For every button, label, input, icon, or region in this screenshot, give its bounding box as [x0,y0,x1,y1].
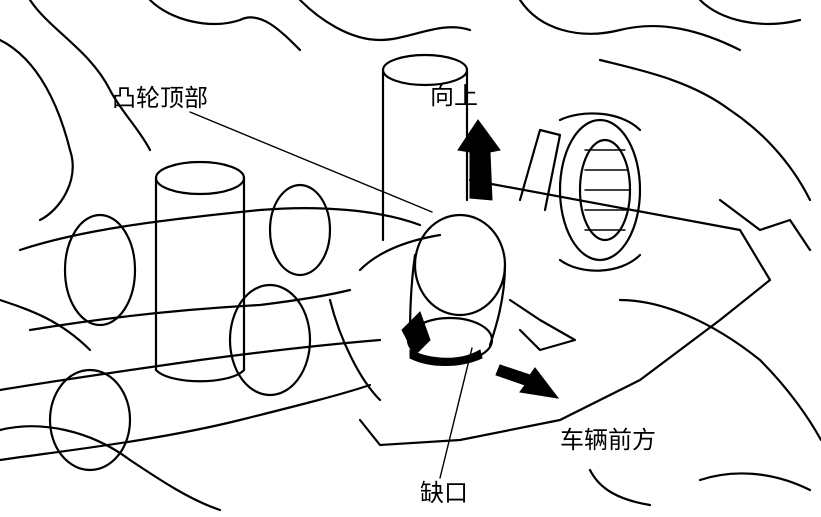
valve-lifter-rear [381,53,469,242]
up-label: 向上 [430,82,478,110]
cam-lobe-front [328,213,507,402]
camshaft [0,183,422,472]
notch-label: 缺口 [420,479,468,507]
leader-lines [189,111,473,479]
vehicle-front-label: 车辆前方 [560,426,656,454]
vehicle-front-arrow [495,364,560,399]
bearing-cap [508,128,577,352]
cylinder-head-plate [358,178,812,447]
camshaft-gear [558,112,642,272]
up-direction-arrow [457,119,501,201]
notch-leader-line [439,347,473,479]
cam-top-label: 凸轮顶部 [112,84,208,112]
cam-top-leader-line [189,111,433,213]
